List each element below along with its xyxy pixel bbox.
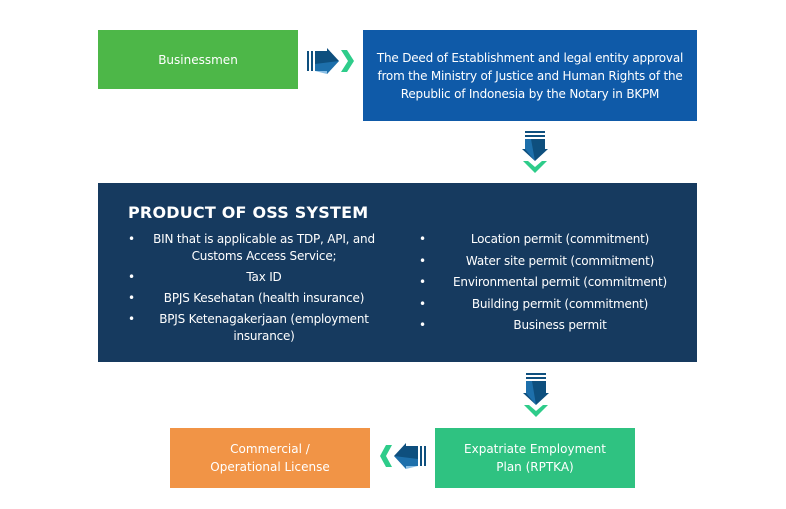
oss-title: PRODUCT OF OSS SYSTEM [128, 203, 369, 222]
oss-list-item: Business permit [419, 317, 689, 334]
node-businessmen-label: Businessmen [158, 52, 238, 67]
arrow-down-icon [523, 373, 549, 417]
node-deed-label: The Deed of Establishment and legal enti… [376, 50, 684, 101]
node-commercial-label: Commercial / Operational License [210, 442, 330, 474]
node-businessmen: Businessmen [98, 30, 298, 89]
oss-list-item: Environmental permit (commitment) [419, 274, 689, 291]
oss-list-item: Tax ID [128, 269, 388, 286]
node-rptka-label: Expatriate Employment Plan (RPTKA) [464, 442, 606, 474]
oss-list-item: BIN that is applicable as TDP, API, and … [128, 231, 388, 265]
oss-list-item: BPJS Ketenagakerjaan (employment insuran… [128, 311, 388, 345]
oss-list-item: Building permit (commitment) [419, 296, 689, 313]
arrow-left-icon [380, 443, 426, 469]
node-commercial-license: Commercial / Operational License [170, 428, 370, 488]
arrow-down-icon [522, 131, 548, 173]
node-rptka: Expatriate Employment Plan (RPTKA) [435, 428, 635, 488]
arrow-right-icon [307, 48, 354, 74]
oss-list-item: Location permit (commitment) [419, 231, 689, 248]
node-deed: The Deed of Establishment and legal enti… [363, 30, 697, 121]
oss-list-item: BPJS Kesehatan (health insurance) [128, 290, 388, 307]
oss-right-list: Location permit (commitment) Water site … [419, 231, 689, 339]
oss-left-list: BIN that is applicable as TDP, API, and … [128, 231, 388, 349]
oss-list-item: Water site permit (commitment) [419, 253, 689, 270]
node-oss-product: PRODUCT OF OSS SYSTEM BIN that is applic… [98, 183, 697, 362]
